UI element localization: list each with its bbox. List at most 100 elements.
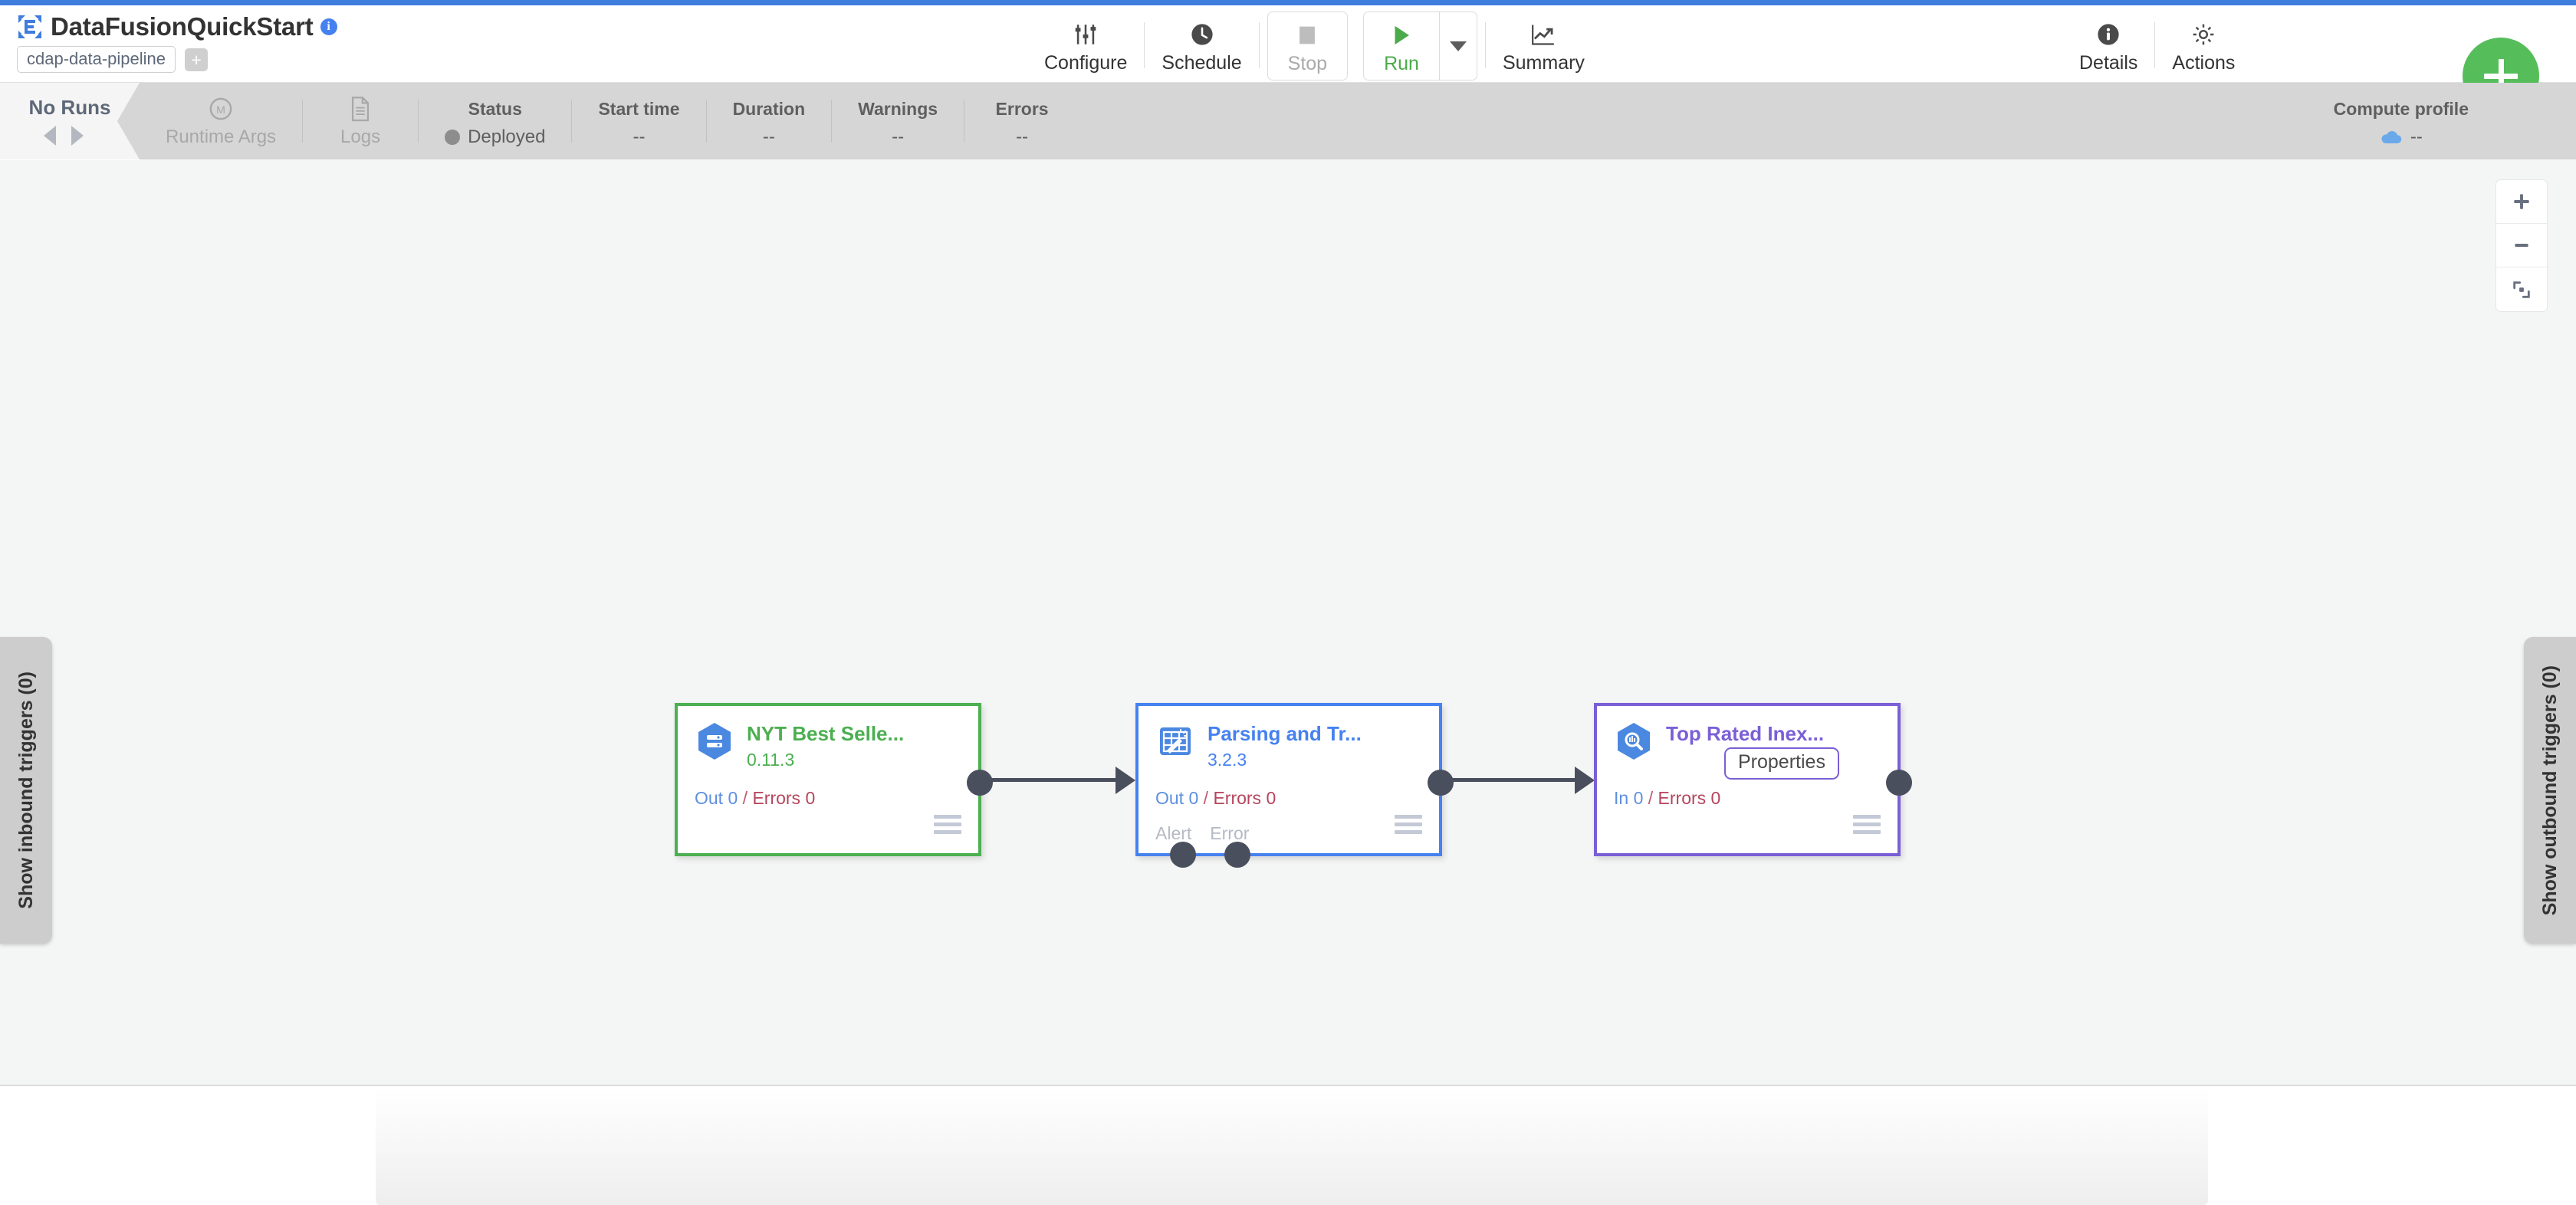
details-button[interactable]: Details [2062,11,2154,80]
runtime-args-label: Runtime Args [166,126,277,147]
fit-to-screen-button[interactable] [2496,268,2547,311]
divider [705,100,707,143]
node-metrics: In 0 / Errors 0 [1614,788,1720,809]
node-metric-separator: / [1198,788,1214,808]
run-dropdown-button[interactable] [1440,12,1477,80]
node-metric-out: Out 0 [1155,788,1199,808]
metric-title: Start time [598,98,680,119]
cloud-icon [2381,131,2402,144]
show-inbound-triggers-tab[interactable]: Show inbound triggers (0) [0,637,52,944]
compute-profile-value: -- [2410,126,2423,147]
divider [1144,22,1145,68]
play-triangle-icon [1388,18,1414,52]
node-properties-tooltip[interactable]: Properties [1724,747,1839,780]
line-chart-icon [1530,18,1557,51]
node-output-anchor[interactable] [1886,770,1912,796]
logs-button[interactable]: Logs [303,83,418,159]
stop-button-box[interactable]: Stop [1267,11,1349,80]
zoom-out-button[interactable] [2496,224,2547,268]
node-endpoint-labels: Alert Error [1155,823,1249,844]
metric-errors: Errors -- [964,83,1079,159]
metric-status: Status Deployed [419,83,571,159]
fit-screen-icon [2513,281,2530,298]
hamburger-menu-icon[interactable] [1853,815,1881,838]
stop-button[interactable]: Stop [1268,12,1347,80]
connection-line[interactable] [1445,778,1577,782]
node-version: 0.11.3 [747,749,795,770]
sliders-icon [1073,18,1099,51]
node-endpoint-alert[interactable]: Alert [1155,823,1192,843]
divider [418,100,419,143]
node-metric-separator: / [1643,788,1658,808]
compute-profile-title: Compute profile [2333,98,2469,119]
node-metric-errors: Errors 0 [752,788,816,808]
node-name: NYT Best Selle... [747,722,905,745]
canvas-zoom-controls [2496,179,2548,312]
pipeline-canvas[interactable]: Show inbound triggers (0) Show outbound … [0,160,2576,1086]
divider [302,100,304,143]
summary-button[interactable]: Summary [1486,11,1602,80]
pipeline-node-sink[interactable]: Top Rated Inex... Properties In 0 / Erro… [1594,703,1912,856]
node-alert-anchor[interactable] [1170,842,1196,868]
run-metrics-group: M Runtime Args Logs Status Deployed [140,83,1079,159]
header-center-actions: Configure Schedule Stop [1027,11,1602,80]
actions-button[interactable]: Actions [2155,11,2252,80]
wrangler-icon [1160,727,1191,755]
compute-profile[interactable]: Compute profile -- [2334,83,2469,159]
hamburger-menu-icon[interactable] [934,815,961,838]
connection-line[interactable] [986,778,1118,782]
chevron-right-icon[interactable] [71,125,84,146]
info-icon[interactable]: i [320,18,337,35]
configure-button[interactable]: Configure [1027,11,1144,80]
node-metrics: Out 0 / Errors 0 [1155,788,1276,809]
divider [571,100,573,143]
run-button-box[interactable]: Run [1363,11,1477,80]
divider [831,100,833,143]
no-runs-tab[interactable]: No Runs [0,83,140,159]
pipeline-header: DataFusionQuickStart i cdap-data-pipelin… [0,5,2576,114]
stop-label: Stop [1287,53,1328,74]
add-tag-button[interactable]: + [185,48,209,71]
node-metric-out: Out 0 [695,788,738,808]
node-name: Parsing and Tr... [1208,722,1362,745]
cdap-logo-icon [18,15,41,38]
run-button[interactable]: Run [1364,12,1439,80]
chevron-left-icon[interactable] [44,125,56,146]
divider [1438,12,1440,80]
zoom-in-button[interactable] [2496,180,2547,224]
plus-icon [2514,194,2529,209]
macro-m-icon: M [208,94,234,123]
pipeline-node-source[interactable]: NYT Best Selle... 0.11.3 Out 0 / Errors … [675,703,993,856]
status-badge: Deployed [468,126,546,147]
divider [2154,22,2156,68]
node-output-anchor[interactable] [1428,770,1454,796]
artifact-type-tag: cdap-data-pipeline [17,46,176,74]
summary-label: Summary [1502,52,1585,74]
document-icon [349,94,372,123]
node-metrics: Out 0 / Errors 0 [695,788,815,809]
connection-arrow-icon [1575,767,1595,794]
runtime-args-button[interactable]: M Runtime Args [140,83,302,159]
metric-value: -- [762,126,775,147]
metric-title: Status [468,98,522,119]
metric-value: -- [632,126,646,147]
bottom-overlay-panel [376,1088,2208,1205]
node-metric-errors: Errors 0 [1213,788,1276,808]
outbound-triggers-label: Show outbound triggers (0) [2538,665,2561,916]
pipeline-node-transform[interactable]: Parsing and Tr... 3.2.3 Out 0 / Errors 0… [1135,703,1454,868]
node-error-anchor[interactable] [1224,842,1250,868]
top-accent-strip [0,0,2576,5]
node-output-anchor[interactable] [967,770,993,796]
metric-warnings: Warnings -- [832,83,964,159]
hamburger-menu-icon[interactable] [1395,815,1422,838]
stop-square-icon [1294,18,1320,52]
metric-value: -- [1016,126,1029,147]
metric-value: -- [892,126,905,147]
bigquery-sink-icon [1618,723,1650,760]
schedule-button[interactable]: Schedule [1145,11,1258,80]
show-outbound-triggers-tab[interactable]: Show outbound triggers (0) [2524,637,2576,944]
metric-title: Errors [995,98,1049,119]
node-endpoint-error[interactable]: Error [1210,823,1250,843]
node-metric-errors: Errors 0 [1658,788,1721,808]
minus-icon [2515,244,2528,247]
